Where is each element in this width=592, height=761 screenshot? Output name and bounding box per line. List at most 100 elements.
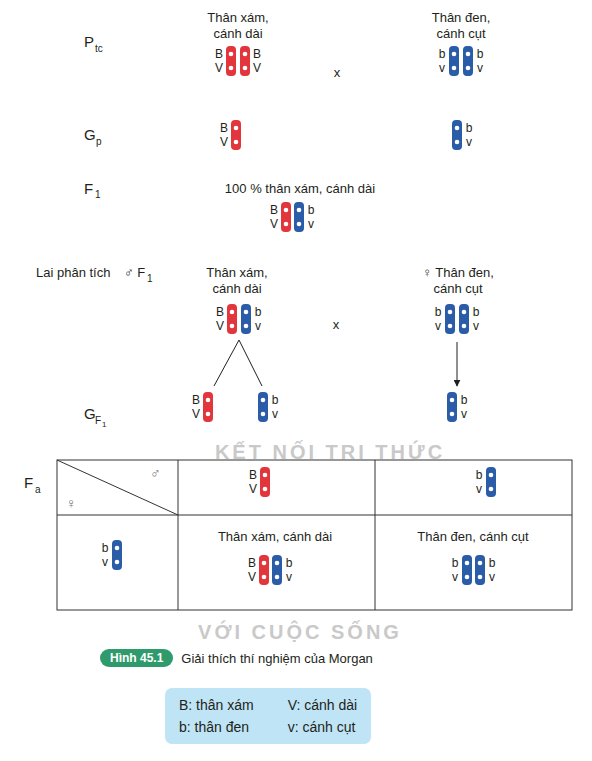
allele-letter: v (102, 555, 108, 569)
allele-letter: V (216, 319, 224, 333)
chromosomes (112, 46, 496, 585)
allele-letter: b (476, 468, 483, 482)
diagram-label: x (333, 317, 340, 333)
allele-letter: B (248, 556, 256, 570)
chromosome (463, 46, 473, 76)
chromosome (452, 120, 462, 150)
chromosome (447, 392, 457, 422)
chromosome (459, 304, 469, 334)
chromosome (112, 540, 122, 570)
allele-letter: b (435, 305, 442, 319)
legend-entry: B: thân xám (179, 697, 254, 713)
diagram-label: Thân xám, cánh dài (218, 529, 332, 545)
diagram-label: x (334, 65, 341, 81)
allele-letter: v (255, 319, 261, 333)
allele-letter: B (215, 47, 223, 61)
chromosome (260, 467, 270, 497)
diagram-label: F (84, 180, 93, 198)
allele-letter: b (461, 393, 468, 407)
figure-badge: Hình 45.1 (100, 649, 173, 667)
split-line (239, 340, 262, 386)
legend-entry: V: cánh dài (288, 697, 358, 713)
allele-letter: v (452, 570, 458, 584)
allele-letter: V (220, 135, 228, 149)
diagram-label: a (35, 484, 41, 496)
allele-letter: V (215, 61, 223, 75)
allele-letter: B (253, 47, 261, 61)
diagram-label: Lai phân tích (36, 265, 110, 281)
allele-letter: b (308, 203, 315, 217)
chromosome (462, 555, 472, 585)
chromosome (203, 392, 213, 422)
allele-letter: b (286, 556, 293, 570)
chromosome (226, 46, 236, 76)
allele-letter: v (272, 407, 278, 421)
allele-letter: V (192, 407, 200, 421)
allele-letter: b (489, 556, 496, 570)
chromosome (227, 304, 237, 334)
chromosome (272, 555, 282, 585)
allele-letter: b (477, 47, 484, 61)
legend-box: B: thân xám V: cánh dài b: thân đen v: cánh… (165, 688, 371, 744)
figure-caption: Giải thích thí nghiệm của Morgan (181, 651, 373, 666)
chromosome (231, 120, 241, 150)
allele-letter: v (286, 570, 292, 584)
watermark: VỚI CUỘC SỐNG (198, 620, 402, 644)
diagram-label: F (24, 474, 33, 492)
diagram-label: F (95, 415, 101, 427)
chromosome (445, 304, 455, 334)
chromosome (258, 392, 268, 422)
diagram-label: P (84, 33, 94, 51)
chromosome (449, 46, 459, 76)
allele-letter: v (439, 61, 445, 75)
diagram-label: ♂ (150, 465, 161, 482)
allele-letter: B (220, 121, 228, 135)
legend-entry: v: cánh cụt (288, 719, 358, 735)
chromosome (240, 46, 250, 76)
diagram-label: G (84, 126, 96, 144)
diagram-label: 1 (102, 420, 106, 430)
split-line (214, 340, 239, 386)
diagram-label: 1 (147, 273, 153, 285)
allele-letter: v (435, 319, 441, 333)
allele-letter: b (473, 305, 480, 319)
diagram-label: ♂ F (124, 265, 145, 281)
allele-letter: B (270, 203, 278, 217)
down-arrow (457, 342, 458, 386)
chromosome (294, 202, 304, 232)
allele-letter: v (461, 407, 467, 421)
punnett-table (57, 460, 572, 610)
allele-letter: b (439, 47, 446, 61)
allele-letter: b (255, 305, 262, 319)
allele-letter: v (308, 217, 314, 231)
allele-letter: B (249, 468, 257, 482)
chromosome (259, 555, 269, 585)
diagram-label: Thân xám, cánh dài (197, 265, 277, 296)
diagram-label: Thân đen, cánh cụt (421, 10, 501, 41)
diagram-label: G (84, 405, 96, 423)
allele-letter: V (249, 482, 257, 496)
allele-letter: B (192, 393, 200, 407)
allele-letter: v (489, 570, 495, 584)
diagram-label: tc (95, 43, 103, 55)
diagram-label: p (96, 136, 102, 148)
figure-number: Hình 45.1 (110, 651, 163, 665)
allele-letter: v (476, 482, 482, 496)
diagram-label: 100 % thân xám, cánh dài (225, 181, 375, 197)
chromosome (281, 202, 291, 232)
allele-letter: v (477, 61, 483, 75)
allele-letter: V (253, 61, 261, 75)
allele-letter: b (466, 121, 473, 135)
legend-entry: b: thân đen (179, 719, 254, 735)
chromosome (241, 304, 251, 334)
diagram-label: 1 (95, 189, 101, 201)
allele-letter: b (102, 541, 109, 555)
gamete-arrows (214, 340, 457, 386)
allele-letter: B (216, 305, 224, 319)
allele-letter: b (272, 393, 279, 407)
diagram-label: Thân xám, cánh dài (198, 10, 278, 41)
diagram-label: ♀ (66, 495, 77, 512)
allele-letter: v (466, 135, 472, 149)
